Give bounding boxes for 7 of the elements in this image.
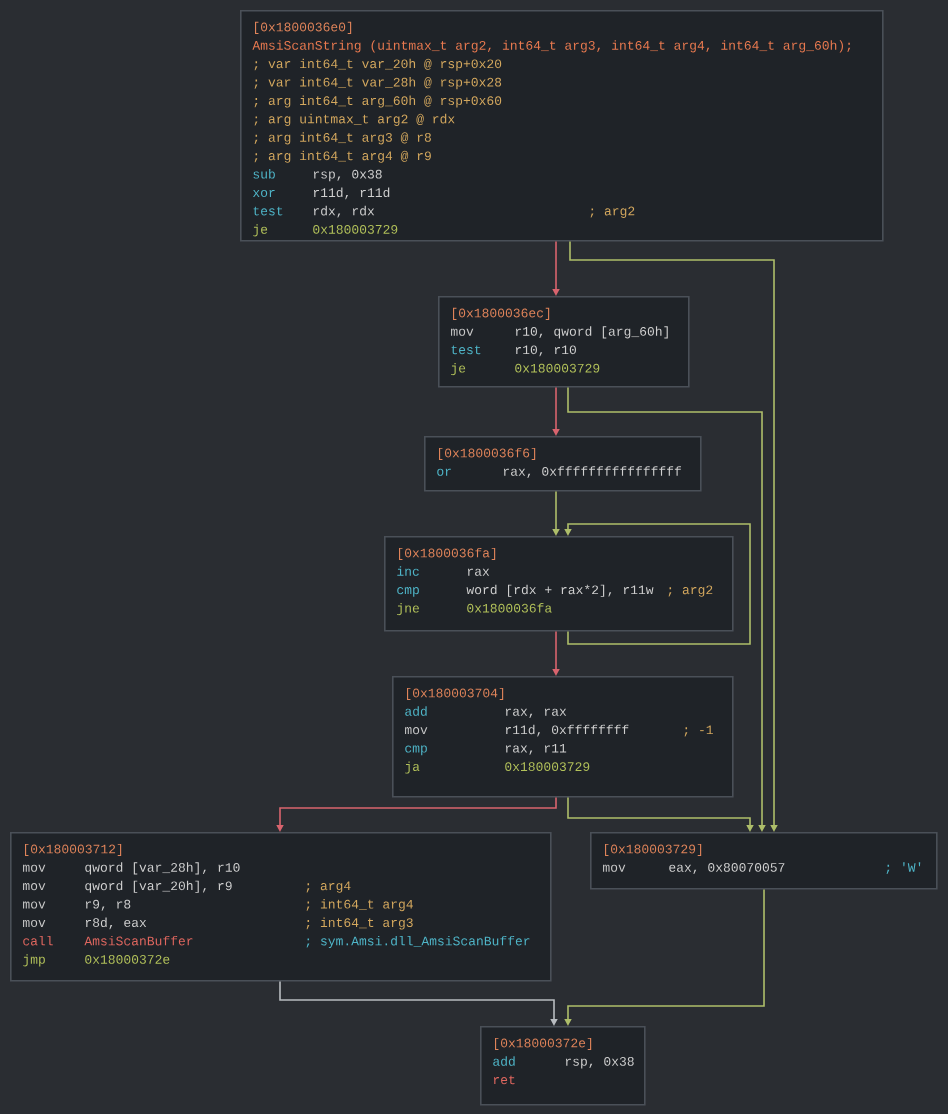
arrow (276, 796, 557, 832)
arrow (564, 523, 751, 645)
arrow (567, 796, 754, 832)
arrow (567, 386, 766, 832)
arrow (552, 386, 560, 436)
arrow (552, 240, 560, 296)
arrow (569, 240, 778, 832)
